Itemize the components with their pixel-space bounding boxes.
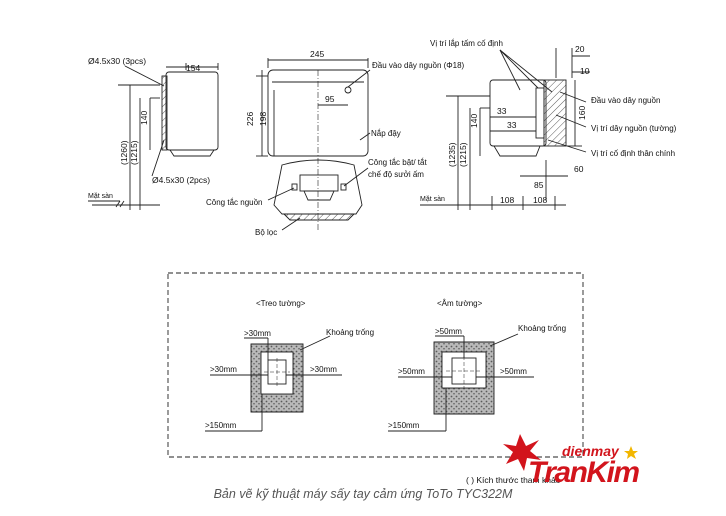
floor-label-left: Mặt sàn — [88, 193, 113, 200]
wall-space-label: Khoảng trống — [326, 328, 374, 337]
logo-star-icon — [503, 434, 541, 471]
dim-10: 10 — [580, 66, 590, 76]
height-inner-label: 198 — [258, 112, 268, 126]
dim-1260-left: (1260) — [119, 140, 129, 165]
dryer-body-side — [165, 71, 219, 151]
recessed-title: <Âm tường> — [437, 299, 483, 308]
filter-label: Bộ lọc — [255, 228, 277, 237]
height-outer-label: 226 — [245, 112, 255, 126]
screw-top-label: Ø4.5x30 (3pcs) — [88, 56, 146, 66]
offset-label: 95 — [325, 94, 335, 104]
fix-position-label: Vị trí cố định thân chính — [591, 149, 675, 158]
recess-space-label: Khoảng trống — [518, 324, 566, 333]
dim-33b: 33 — [507, 120, 517, 130]
left-side-view — [88, 63, 219, 210]
wall-mount-diagram — [205, 335, 342, 432]
logo-top-text: dienmay — [562, 443, 620, 459]
dim-1215-right: (1215) — [458, 142, 468, 167]
plate-position-label: Vị trí lắp tấm cố định — [430, 39, 503, 48]
trankim-logo: dienmay TranKim — [503, 434, 640, 489]
width-label: 245 — [310, 49, 324, 59]
cover-label: Nắp đậy — [371, 129, 401, 138]
right-side-view — [420, 48, 590, 210]
cable-inlet-right-label: Đầu vào dây nguồn — [591, 96, 660, 105]
dim-140-right: 140 — [469, 114, 479, 128]
reference-note: ( ) Kích thước tham khảo — [466, 475, 561, 485]
recess-right-clearance: >50mm — [500, 367, 527, 376]
power-switch-label: Công tắc nguồn — [206, 198, 263, 207]
dim-108a: 108 — [500, 195, 514, 205]
recess-left-clearance: >50mm — [398, 367, 425, 376]
front-view — [256, 58, 371, 231]
cable-inlet-hole — [344, 86, 352, 94]
heater-switch-label-2: chế độ sưởi ấm — [368, 170, 424, 179]
dim-85: 85 — [534, 180, 544, 190]
clearance-frame — [167, 272, 584, 458]
figure-caption: Bản vẽ kỹ thuật máy sấy tay cảm ứng ToTo… — [213, 487, 513, 501]
dim-1235-right: (1235) — [447, 142, 457, 167]
wall-bottom-clearance: >150mm — [205, 421, 237, 430]
recess-top-clearance: >50mm — [435, 327, 462, 336]
dim-160: 160 — [577, 106, 587, 120]
dim-140-left: 140 — [139, 111, 149, 125]
heater-switch-label-1: Công tắc bật/ tắt — [368, 158, 427, 167]
wall-top-clearance: >30mm — [244, 329, 271, 338]
cable-position-label: Vị trí dây nguồn (tường) — [591, 124, 677, 133]
dim-60: 60 — [574, 164, 584, 174]
logo-main-text: TranKim — [528, 456, 640, 489]
depth-label: 154 — [186, 63, 200, 73]
floor-label-right: Mặt sàn — [420, 196, 445, 203]
recessed-diagram — [388, 333, 534, 432]
screw-bottom-label: Ø4.5x30 (2pcs) — [152, 175, 210, 185]
dim-1215-left: (1215) — [129, 140, 139, 165]
dim-33a: 33 — [497, 106, 507, 116]
dim-108b: 108 — [533, 195, 547, 205]
wall-mount-title: <Treo tường> — [256, 299, 306, 308]
wall-right-clearance: >30mm — [310, 365, 337, 374]
logo-small-star-icon — [624, 446, 638, 459]
dim-20: 20 — [575, 44, 585, 54]
cable-inlet-label: Đầu vào dây nguồn (Φ18) — [372, 61, 465, 70]
wall-left-clearance: >30mm — [210, 365, 237, 374]
recess-bottom-clearance: >150mm — [388, 421, 420, 430]
